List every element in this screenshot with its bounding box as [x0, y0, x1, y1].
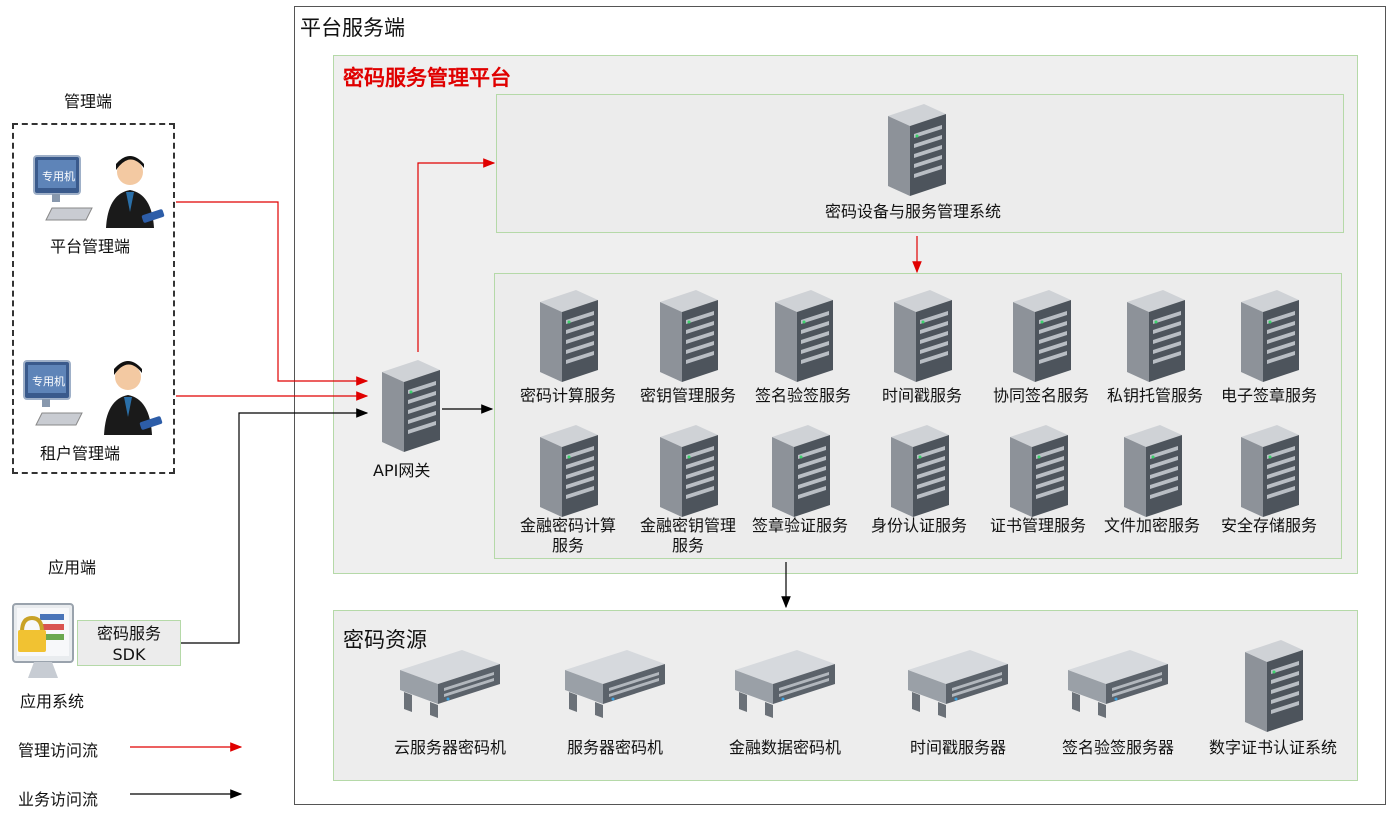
- server-icon: [888, 104, 946, 196]
- service-server-icon: [890, 286, 954, 388]
- service-server-icon: [768, 421, 832, 523]
- service-label: 签章验证服务: [751, 516, 848, 535]
- device-mgmt-server: [884, 100, 948, 202]
- resource-rack-icon: [733, 648, 837, 724]
- device-mgmt-label: 密码设备与服务管理系统: [825, 202, 1002, 221]
- platform-manager-label: 平台管理端: [50, 237, 131, 256]
- service-label: 证书管理服务: [989, 516, 1086, 535]
- management-side-label: 管理端: [64, 92, 113, 111]
- resource-tower-icon: [1241, 636, 1305, 738]
- service-label: 金融密码计算服务: [519, 516, 616, 555]
- mgmt-flow-to-device: [417, 158, 496, 352]
- service-label: 身份认证服务: [870, 516, 967, 535]
- platform-server-title: 平台服务端: [300, 16, 405, 40]
- dedicated-machine-text: 专用机: [32, 374, 65, 388]
- service-label: 文件加密服务: [1103, 516, 1200, 535]
- service-label: 电子签章服务: [1220, 386, 1317, 405]
- resource-label: 金融数据密码机: [728, 738, 841, 757]
- service-label: 时间戳服务: [881, 386, 962, 405]
- application-system-icon: [10, 600, 80, 685]
- dedicated-machine-text: 专用机: [42, 169, 75, 183]
- service-server-icon: [656, 421, 720, 523]
- service-label: 密钥管理服务: [639, 386, 736, 405]
- service-label: 签名验签服务: [754, 386, 851, 405]
- sdk-label-line1: 密码服务: [96, 624, 161, 643]
- service-server-icon: [656, 286, 720, 388]
- management-side-frame: [12, 123, 175, 474]
- application-system-label: 应用系统: [20, 692, 85, 711]
- service-label: 协同签名服务: [992, 386, 1089, 405]
- resource-rack-icon: [906, 648, 1010, 724]
- tenant-manager-workstation: 专用机: [20, 355, 170, 440]
- service-server-icon: [771, 286, 835, 388]
- api-gateway-label: API网关: [373, 461, 431, 480]
- service-server-icon: [1237, 286, 1301, 388]
- sdk-label-line2: SDK: [112, 645, 146, 664]
- tenant-manager-label: 租户管理端: [40, 444, 121, 463]
- legend-management-flow: 管理访问流: [18, 741, 99, 760]
- service-server-icon: [1006, 421, 1070, 523]
- service-server-icon: [887, 421, 951, 523]
- resource-label: 数字证书认证系统: [1208, 738, 1337, 757]
- resource-rack-icon: [398, 648, 502, 724]
- service-server-icon: [536, 286, 600, 388]
- workstation-icon: 专用机: [33, 155, 165, 228]
- resources-panel: [333, 610, 1358, 781]
- application-side-label: 应用端: [48, 558, 97, 577]
- resource-label: 签名验签服务器: [1061, 738, 1174, 757]
- workstation-icon: 专用机: [23, 360, 163, 435]
- resource-label: 云服务器密码机: [393, 738, 506, 757]
- resource-rack-icon: [563, 648, 667, 724]
- service-server-icon: [1237, 421, 1301, 523]
- service-server-icon: [1120, 421, 1184, 523]
- service-server-icon: [1009, 286, 1073, 388]
- business-flow-sdk: [181, 408, 369, 644]
- legend-business-flow: 业务访问流: [18, 790, 99, 809]
- crypto-platform-title: 密码服务管理平台: [343, 66, 511, 90]
- service-label: 密码计算服务: [519, 386, 616, 405]
- mgmt-flow-platform: [176, 201, 369, 386]
- server-icon: [382, 360, 440, 452]
- resource-label: 时间戳服务器: [909, 738, 1006, 757]
- service-label: 安全存储服务: [1220, 516, 1317, 535]
- crypto-sdk-box: 密码服务 SDK: [77, 620, 181, 666]
- service-server-icon: [536, 421, 600, 523]
- platform-manager-workstation: 专用机: [30, 150, 170, 230]
- api-gateway-server: [378, 356, 442, 458]
- service-label: 金融密钥管理服务: [639, 516, 736, 555]
- crypto-resources-title: 密码资源: [343, 628, 427, 652]
- resource-rack-icon: [1066, 648, 1170, 724]
- resource-label: 服务器密码机: [566, 738, 663, 757]
- service-label: 私钥托管服务: [1106, 386, 1203, 405]
- service-server-icon: [1123, 286, 1187, 388]
